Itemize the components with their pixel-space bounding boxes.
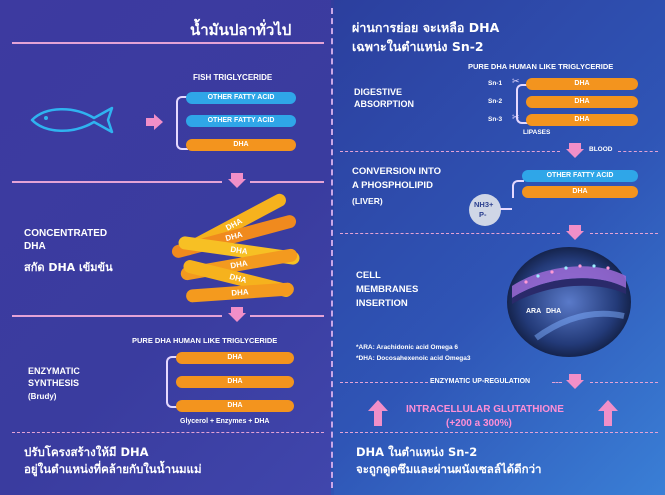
left-pure-title: PURE DHA HUMAN LIKE TRIGLYCERIDE: [132, 336, 278, 345]
left-footer-rule: [12, 432, 324, 433]
left-down-arrow-2-body: [231, 307, 243, 313]
concentrated-thai: สกัด DHA เข้มข้น: [24, 261, 113, 274]
note-dha: *DHA: Docosahexenoic acid Omega3: [356, 355, 471, 362]
cell-membrane-illustration: [507, 247, 631, 357]
sn-label-2: Sn-2: [488, 98, 503, 105]
right-footer-rule: [340, 432, 658, 433]
sn-chain-pill-3: DHA: [526, 114, 638, 126]
left-header: น้ำมันปลาทั่วไป: [190, 21, 292, 39]
fish-arrow-icon: [154, 114, 163, 130]
glutathione-title: INTRACELLULAR GLUTATHIONE: [406, 404, 564, 415]
up-arrow-right-icon: [598, 400, 618, 426]
left-down-arrow-2-icon: [228, 313, 246, 322]
left-divider-2b: [250, 315, 324, 317]
glutathione-percent: (+200 a 300%): [446, 418, 512, 429]
right-down-arrow-2-body: [569, 225, 581, 231]
cell-title-1: CELL: [356, 270, 381, 281]
upreg-line-a: [340, 382, 428, 383]
left-footer-1: ปรับโครงสร้างให้มี DHA: [24, 445, 149, 459]
right-header-2: เฉพาะในตำแหน่ง Sn-2: [352, 39, 484, 54]
right-footer-2: จะถูกดูดซึมและผ่านผนังเซลล์ได้ดีกว่า: [356, 462, 542, 476]
right-down-arrow-2-icon: [566, 231, 584, 240]
concentrated-title-1: CONCENTRATED: [24, 228, 108, 239]
sn-chain-pill-2: DHA: [526, 96, 638, 108]
right-header-1: ผ่านการย่อย จะเหลือ DHA: [352, 20, 500, 35]
sn-label-3: Sn-3: [488, 116, 503, 123]
glycerol-caption: Glycerol + Enzymes + DHA: [180, 418, 270, 425]
cell-title-2: MEMBRANES: [356, 284, 419, 295]
up-arrow-left-icon: [368, 400, 388, 426]
cell-title-3: INSERTION: [356, 298, 408, 309]
right-pure-title: PURE DHA HUMAN LIKE TRIGLYCERIDE: [468, 62, 614, 71]
fish-triglyceride-title: FISH TRIGLYCERIDE: [193, 73, 273, 82]
concentrated-title-2: DHA: [24, 241, 46, 252]
pure-chain-bracket: [166, 356, 178, 408]
left-header-rule: [12, 42, 324, 44]
right-down-arrow-3-body: [569, 374, 581, 380]
nh3-label-2: P-: [479, 210, 487, 219]
right-down-arrow-3-icon: [566, 380, 584, 389]
left-divider-1b: [250, 181, 324, 183]
fish-chain-pill-3: DHA: [186, 139, 296, 151]
enzymatic-title-1: ENZYMATIC: [28, 366, 80, 376]
conversion-title-1: CONVERSION INTO: [352, 166, 442, 177]
left-panel: [0, 0, 331, 495]
pure-chain-pill-2: DHA: [176, 376, 294, 388]
left-divider-1a: [12, 181, 222, 183]
digestive-title-2: ABSORPTION: [354, 99, 415, 109]
left-divider-2a: [12, 315, 222, 317]
right-divider-2a: [340, 233, 560, 234]
lipases-label: LIPASES: [523, 129, 551, 136]
fish-arrow-body: [146, 118, 154, 126]
membrane-dha-label: DHA: [546, 308, 562, 315]
pure-chain-pill-1: DHA: [176, 352, 294, 364]
conversion-title-3: (LIVER): [352, 196, 383, 206]
lipase-cut-icon-2: ✂: [512, 112, 520, 122]
nh3-molecule-icon: [469, 194, 501, 226]
note-ara: *ARA: Arachidonic acid Omega 6: [356, 344, 458, 351]
sn-chain-pill-1: DHA: [526, 78, 638, 90]
upreg-line-b: [552, 382, 562, 383]
upreg-label: ENZYMATIC UP-REGULATION: [430, 378, 531, 385]
right-down-arrow-1-body: [569, 143, 581, 149]
enzymatic-title-2: SYNTHESIS: [28, 378, 80, 388]
digestive-title-1: DIGESTIVE: [354, 87, 403, 97]
nh3-connector: [500, 208, 512, 210]
pure-chain-pill-3: DHA: [176, 400, 294, 412]
ara-label: ARA: [526, 308, 542, 315]
left-footer-2: อยู่ในตำแหน่งที่คล้ายกับในน้ำนมแม่: [24, 462, 202, 476]
phospho-chain-bracket: [512, 180, 524, 198]
fish-chain-bracket: [176, 96, 188, 150]
left-down-arrow-1-icon: [228, 179, 246, 188]
fish-icon: [30, 106, 114, 134]
right-divider-1a: [340, 151, 560, 152]
fish-chain-pill-2: OTHER FATTY ACID: [186, 115, 296, 127]
fish-chain-pill-1: OTHER FATTY ACID: [186, 92, 296, 104]
lipase-cut-icon-1: ✂: [512, 76, 520, 86]
blood-label: BLOOD: [589, 146, 613, 153]
upreg-line-c: [590, 382, 658, 383]
right-footer-1: DHA ในตำแหน่ง Sn-2: [356, 445, 478, 459]
sn-chain-bracket: [516, 84, 528, 124]
right-divider-1b: [618, 151, 658, 152]
left-down-arrow-1-body: [231, 173, 243, 179]
sn-label-1: Sn-1: [488, 80, 503, 87]
center-divider: [331, 8, 333, 488]
enzymatic-title-3: (Brudy): [28, 392, 57, 401]
phospho-chain-pill-1: OTHER FATTY ACID: [522, 170, 638, 182]
right-down-arrow-1-icon: [566, 149, 584, 158]
phospho-chain-pill-2: DHA: [522, 186, 638, 198]
nh3-label-1: NH3+: [474, 200, 494, 209]
conversion-title-2: A PHOSPHOLIPID: [352, 180, 433, 191]
right-divider-2b: [590, 233, 658, 234]
